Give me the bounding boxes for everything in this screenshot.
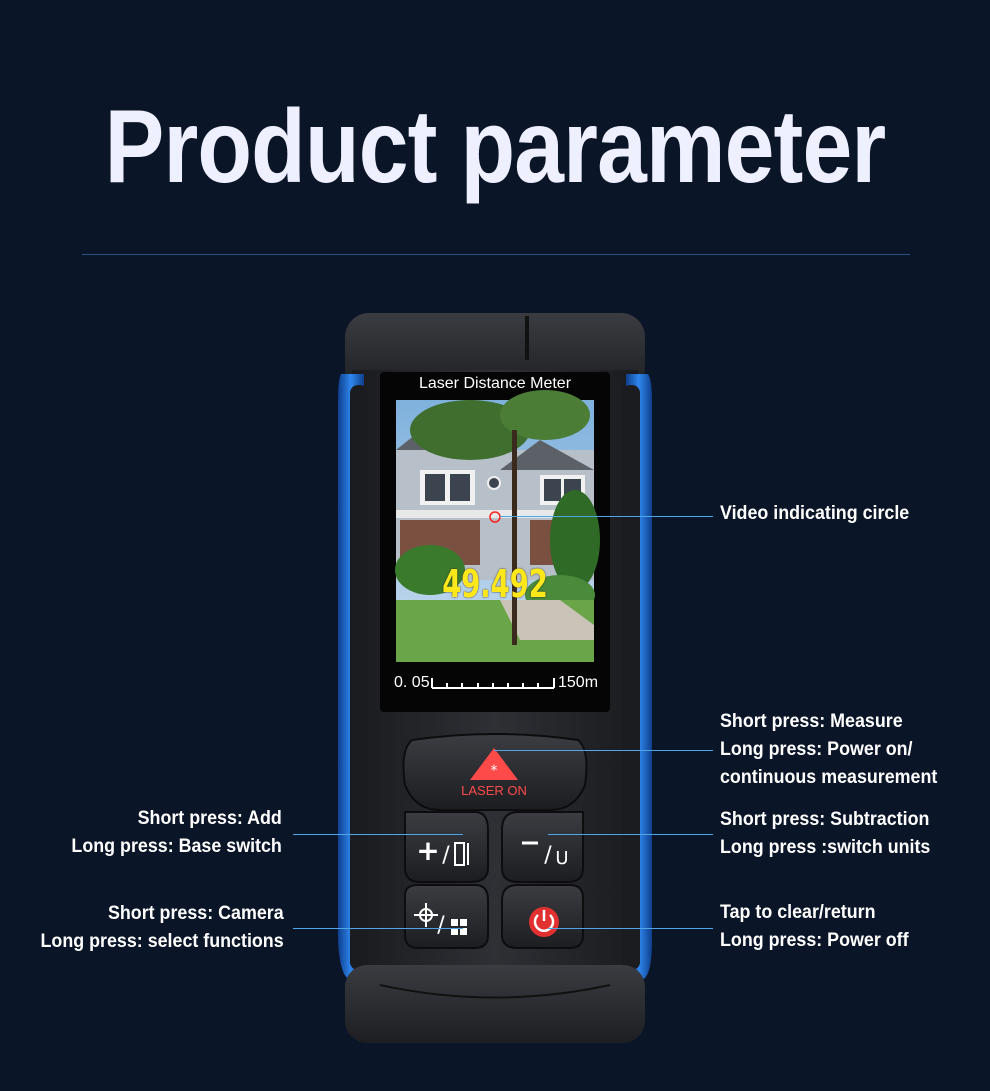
distance-reading: 49.492 xyxy=(442,562,548,606)
functions-grid-icon xyxy=(451,919,467,935)
callout-camera: Short press: Camera Long press: select f… xyxy=(41,900,284,956)
callout-text: continuous measurement xyxy=(720,767,938,788)
callout-text: Long press :switch units xyxy=(720,837,931,858)
callout-text: Short press: Add xyxy=(137,808,282,829)
callout-text: Long press: Power on/ xyxy=(720,739,913,760)
range-max-label: 150m xyxy=(558,674,599,691)
callout-line-camera xyxy=(293,928,463,929)
callout-line-add xyxy=(293,834,463,835)
callout-text: Long press: Base switch xyxy=(71,836,282,857)
callout-text: Long press: Power off xyxy=(720,930,909,951)
svg-text:/: / xyxy=(544,843,552,868)
callout-add: Short press: Add Long press: Base switch xyxy=(72,805,282,861)
camera-crosshair-icon xyxy=(414,903,438,927)
callout-text: Long press: select functions xyxy=(40,931,284,952)
power-icon xyxy=(529,907,559,937)
callout-video: Video indicating circle xyxy=(720,500,909,528)
callout-line-measure xyxy=(494,750,713,751)
units-icon: U xyxy=(555,848,568,869)
callout-line-subtract xyxy=(548,834,713,835)
laser-warning-icon xyxy=(470,748,518,780)
callout-power: Tap to clear/return Long press: Power of… xyxy=(720,899,909,955)
svg-text:*: * xyxy=(491,763,498,779)
plus-icon: + xyxy=(416,834,439,867)
svg-text:/: / xyxy=(442,843,450,868)
base-switch-icon xyxy=(454,842,465,866)
callout-line-video xyxy=(500,516,713,517)
title-divider xyxy=(82,254,910,255)
callout-text: Short press: Measure xyxy=(720,711,903,732)
callout-text: Video indicating circle xyxy=(720,503,910,524)
svg-text:/: / xyxy=(437,913,445,938)
device-bottom-cap xyxy=(345,965,645,1043)
range-scale xyxy=(431,678,555,689)
range-min-label: 0. 05 xyxy=(394,674,430,691)
callout-measure: Short press: Measure Long press: Power o… xyxy=(720,708,937,792)
callout-subtract: Short press: Subtraction Long press :swi… xyxy=(720,806,930,862)
callout-line-power xyxy=(548,928,713,929)
subtract-units-button xyxy=(501,811,584,883)
callout-text: Short press: Camera xyxy=(108,903,284,924)
screen-title: Laser Distance Meter xyxy=(418,375,572,392)
camera-preview-image xyxy=(395,390,600,662)
page-title: Product parameter xyxy=(104,89,887,205)
laser-on-label: LASER ON xyxy=(461,783,527,798)
camera-functions-button xyxy=(404,884,489,949)
callout-text: Tap to clear/return xyxy=(720,902,876,923)
video-indicating-circle xyxy=(489,511,501,523)
callout-text: Short press: Subtraction xyxy=(720,809,930,830)
